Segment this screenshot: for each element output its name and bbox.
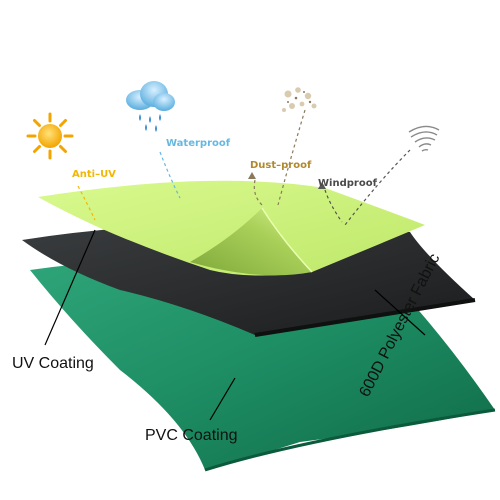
rain-cloud-icon [126, 81, 175, 132]
dust-proof-pointer [277, 109, 306, 206]
uv-coating-leader [44, 229, 96, 346]
sun-icon [26, 112, 74, 160]
windproof-pointer-2 [324, 189, 343, 223]
uv-coating-label: UV Coating [12, 355, 94, 372]
windproof-pointer [344, 149, 411, 226]
polyester-fabric-edge [254, 298, 476, 337]
polyester-fabric-leader [374, 289, 426, 336]
dust-particles-icon [282, 87, 317, 112]
windproof-arrowhead [318, 182, 326, 189]
waterproof-label: Waterproof [166, 138, 231, 149]
pvc-coating-label: PVC Coating [145, 427, 238, 444]
curl-highlight [261, 207, 313, 273]
pvc-coating-leader [209, 377, 236, 421]
uv-coating-layer [38, 180, 425, 276]
curled-corner [190, 208, 312, 276]
waterproof-pointer [159, 151, 181, 199]
anti-uv-label: Anti–UV [72, 169, 116, 180]
wind-swirl-icon [408, 125, 440, 152]
polyester-fabric-layer [22, 223, 475, 335]
dust-proof-label: Dust–proof [250, 160, 312, 171]
anti-uv-pointer [77, 185, 96, 221]
dust-proof-pointer-2 [253, 179, 263, 206]
windproof-label: Windproof [318, 178, 378, 189]
dust-proof-arrowhead [248, 172, 256, 179]
pvc-coating-edge [204, 408, 496, 472]
